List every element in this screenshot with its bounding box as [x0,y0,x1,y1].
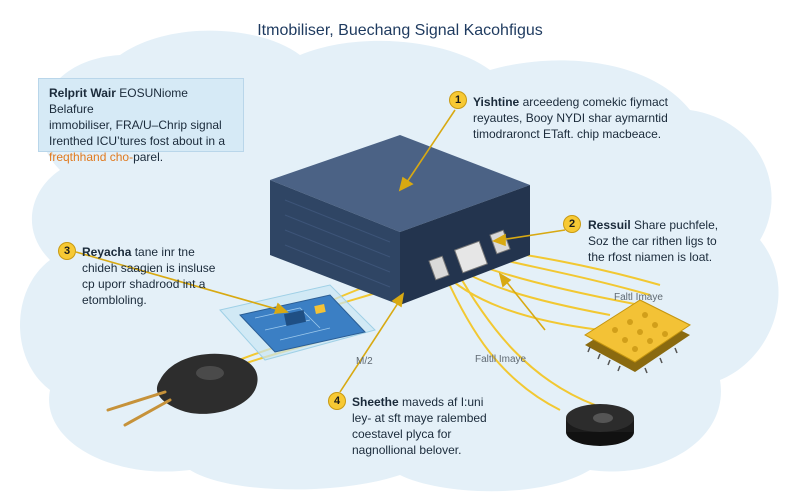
callout-4-badge: 4 [328,392,346,410]
center-label: Faltll Imaye [475,354,527,365]
callout-1-badge: 1 [449,91,467,109]
card-label: M/2 [356,356,373,367]
callout-4-line3: coestavel plyca for [352,427,452,441]
chip-label: Faltl Imaye [614,292,663,303]
diagram-title: Itmobiliser, Buechang Signal Kacohfigus [257,22,543,39]
callout-2-line2: Soz the car rithen ligs to [588,234,717,248]
callout-4-line2: ley- at sft maye ralembed [352,411,487,425]
callout-2-line3: the rfost niamen is loat. [588,250,713,264]
car-key-icon [106,353,258,427]
callout-4-line1: maveds af I:uni [398,395,484,409]
intro-bold: Relprit Wair [49,86,116,100]
callout-1-line1: arceedeng comekic fiymact [519,95,668,109]
callout-3-badge: 3 [58,242,76,260]
callout-arrows [75,109,566,393]
callout-4-bold: Sheethe [352,395,399,409]
intro-line3: Irenthed ICU’tures fost about in a [49,134,226,148]
callout-2-badge: 2 [563,215,581,233]
callout-1: Yishtine arceedeng comekic fiymact reyau… [473,94,668,142]
callout-1-bold: Yishtine [473,95,520,109]
intro-line2: immobiliser, FRA/U–Chrip signal [49,118,222,132]
intro-highlight: freqthhand cho- [49,150,134,164]
intro-line4: parel. [133,150,164,164]
callout-3-line2: chideh saagien is insluse [82,261,216,275]
callout-3-line1: tane inr tne [131,245,195,259]
callout-2-line1: Share puchfele, [630,218,719,232]
intro-box: Relprit Wair EOSUNiome Belafure immobili… [38,78,244,164]
callout-1-line2: reyautes, Booy NYDI shar aymarntid [473,111,668,125]
callout-3-bold: Reyacha [82,245,132,259]
callout-3-line3: cp uporr shadrood int a [82,277,206,291]
intro-line1: EOSUNiome Belafure [49,86,188,116]
callout-2-bold: Ressuil [588,218,631,232]
callout-1-line3: timodraronct ETaft. chip macbeace. [473,127,662,141]
callout-4-line4: nagnollional belover. [352,443,462,457]
callout-4: Sheethe maveds af I:uni ley- at sft maye… [352,394,487,458]
callout-3-line4: etombloling. [82,293,147,307]
immobiliser-chip-icon [584,299,691,374]
antenna-coil-icon [566,404,634,446]
callout-2: Ressuil Share puchfele, Soz the car rith… [588,217,718,265]
callout-3: Reyacha tane inr tne chideh saagien is i… [82,244,215,308]
